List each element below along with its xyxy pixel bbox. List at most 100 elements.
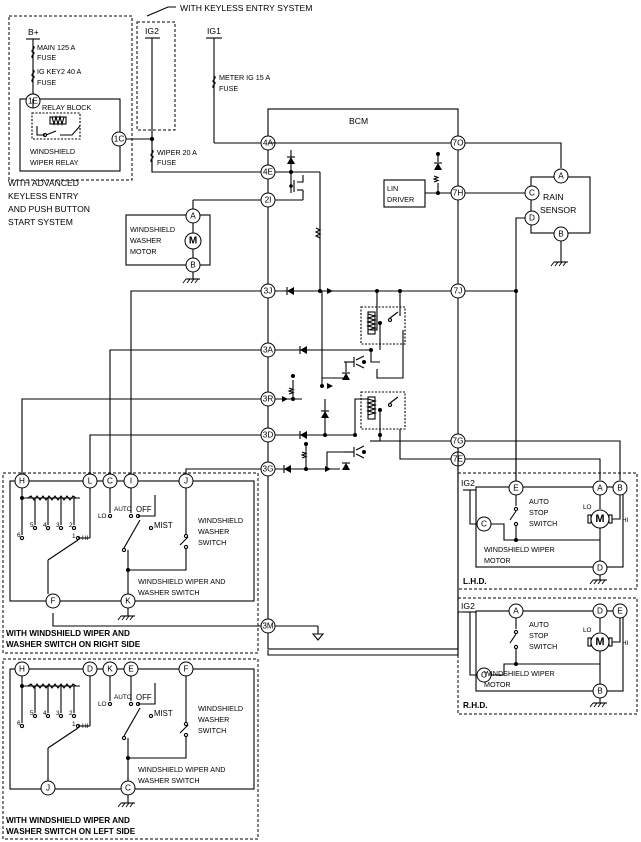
swR-terminal-I: I xyxy=(130,477,132,486)
relay-block-label: RELAY BLOCK xyxy=(42,103,91,112)
swR-pos-3: 3 xyxy=(56,522,60,529)
lhd-ig2-label: IG2 xyxy=(461,478,475,488)
lhd-terminal-D: D xyxy=(597,564,603,573)
rhd-terminal-D: D xyxy=(597,607,603,616)
swR-washer-label-2: WASHER xyxy=(198,527,229,536)
terminal-3J: 3J xyxy=(264,287,273,296)
terminal-3M: 3M xyxy=(262,622,274,631)
swR-pos-1: 1 xyxy=(72,533,76,540)
swL-mist-label: MIST xyxy=(154,709,173,718)
main-fuse-label-2: FUSE xyxy=(37,53,56,62)
lin-label-2: DRIVER xyxy=(387,195,414,204)
ig2-label: IG2 xyxy=(145,26,159,36)
swR-pos-4: 4 xyxy=(43,522,47,529)
meter-fuse-label: METER IG 15 A xyxy=(219,73,270,82)
swR-lo-label: LO xyxy=(98,513,107,520)
lhd-terminal-B: B xyxy=(617,484,623,493)
rhd-label: R.H.D. xyxy=(463,701,488,710)
swL-pos-4: 4 xyxy=(43,710,47,717)
swL-auto-label: AUTO xyxy=(114,694,132,701)
rain-terminal-A: A xyxy=(558,172,564,181)
terminal-3R: 3R xyxy=(263,395,274,404)
advanced-keyless-box xyxy=(8,15,133,181)
advanced-label-2: KEYLESS ENTRY xyxy=(8,191,79,201)
rain-terminal-D: D xyxy=(529,214,535,223)
swL-pos-5: 5 xyxy=(30,710,34,717)
rhd-hi-label: HI xyxy=(622,640,629,647)
swL-terminal-F: F xyxy=(183,665,188,674)
ig-key-fuse-label-2: FUSE xyxy=(37,78,56,87)
swL-terminal-E: E xyxy=(128,665,134,674)
swL-lo-label: LO xyxy=(98,701,107,708)
terminal-7J: 7J xyxy=(454,287,463,296)
swR-ww-label-1: WINDSHIELD WIPER AND xyxy=(138,577,225,586)
rain-terminal-B: B xyxy=(558,230,564,239)
ig1-label: IG1 xyxy=(207,26,221,36)
swL-terminal-J: J xyxy=(46,784,50,793)
rhd-motor-label-2: MOTOR xyxy=(484,680,511,689)
rhd-terminal-A: A xyxy=(513,607,519,616)
swL-washer-label-3: SWITCH xyxy=(198,726,226,735)
terminal-7O: 7O xyxy=(453,139,464,148)
switch-left-side: H D K E F J C 6 5 4 3 2 1 HI LO AUTO OFF… xyxy=(2,658,259,840)
terminal-1C-label: 1C xyxy=(114,135,125,144)
swR-off-label: OFF xyxy=(136,505,152,514)
rain-sensor: RAIN SENSOR A C D B xyxy=(515,168,591,487)
lhd-terminal-C: C xyxy=(481,520,487,529)
bcm: BCM 4A 4E 2I 3J 3A 3R 3D 3G 3M 7O 7H 7J … xyxy=(260,108,562,650)
swL-pos-6: 6 xyxy=(17,720,21,727)
lhd-motor-label-2: MOTOR xyxy=(484,556,511,565)
terminal-4E: 4E xyxy=(263,168,274,177)
swL-pos-3: 3 xyxy=(56,710,60,717)
rhd-terminal-E: E xyxy=(617,607,623,616)
bcm-label: BCM xyxy=(349,116,368,126)
ig-key-fuse-label: IG KEY2 40 A xyxy=(37,67,82,76)
bcm-relay-2 xyxy=(360,391,406,430)
swR-washer-label-1: WINDSHIELD xyxy=(198,516,243,525)
left-side-box xyxy=(2,658,259,840)
bcm-left-terminals: 4A 4E 2I 3J 3A 3R 3D 3G 3M xyxy=(260,135,276,634)
bcm-relay-1 xyxy=(360,306,406,345)
washer-terminal-B-label: B xyxy=(190,261,196,270)
rhd-lo-label: LO xyxy=(583,627,592,634)
lhd-motor-m: M xyxy=(595,513,604,525)
lhd-hi-label: HI xyxy=(622,517,629,524)
rain-sensor-label-2: SENSOR xyxy=(540,205,576,215)
rhd-switch-label: SWITCH xyxy=(529,642,557,651)
keyless-entry-label: WITH KEYLESS ENTRY SYSTEM xyxy=(180,3,312,13)
terminal-7H: 7H xyxy=(453,189,464,198)
swR-pos-2: 2 xyxy=(69,522,73,529)
advanced-label-4: START SYSTEM xyxy=(8,217,73,227)
right-side-label-2: WASHER SWITCH ON RIGHT SIDE xyxy=(6,640,141,649)
lhd-auto-label: AUTO xyxy=(529,497,549,506)
washer-motor-m: M xyxy=(189,236,197,247)
swR-terminal-C: C xyxy=(107,477,113,486)
left-side-label-1: WITH WINDSHIELD WIPER AND xyxy=(6,816,130,825)
right-side-box xyxy=(2,472,259,654)
lhd-stop-label: STOP xyxy=(529,508,549,517)
swL-ww-label-2: WASHER SWITCH xyxy=(138,776,200,785)
bcm-internal-circuit: LIN DRIVER xyxy=(275,142,562,641)
swR-pos-6: 6 xyxy=(17,532,21,539)
swL-ww-label-1: WINDSHIELD WIPER AND xyxy=(138,765,225,774)
swL-off-label: OFF xyxy=(136,693,152,702)
swR-washer-label-3: SWITCH xyxy=(198,538,226,547)
bplus-label: B+ xyxy=(28,27,39,37)
swL-washer-label-1: WINDSHIELD xyxy=(198,704,243,713)
lhd-switch-label: SWITCH xyxy=(529,519,557,528)
rhd-ig2-label: IG2 xyxy=(461,601,475,611)
terminal-3D: 3D xyxy=(263,431,274,440)
wiper-motor-rhd: IG2 A D E C B AUTO STOP SWITCH M LO HI W… xyxy=(457,597,638,715)
swL-terminal-H: H xyxy=(19,665,25,674)
rhd-motor-label-1: WINDSHIELD WIPER xyxy=(484,669,555,678)
lhd-terminal-A: A xyxy=(597,484,603,493)
rain-sensor-label-1: RAIN xyxy=(543,192,564,202)
swL-terminal-C: C xyxy=(125,784,131,793)
lhd-label: L.H.D. xyxy=(463,577,487,586)
rhd-stop-label: STOP xyxy=(529,631,549,640)
swR-terminal-H: H xyxy=(19,477,25,486)
wiper-fuse-label-2: FUSE xyxy=(157,158,176,167)
keyless-entry-box xyxy=(136,21,176,131)
